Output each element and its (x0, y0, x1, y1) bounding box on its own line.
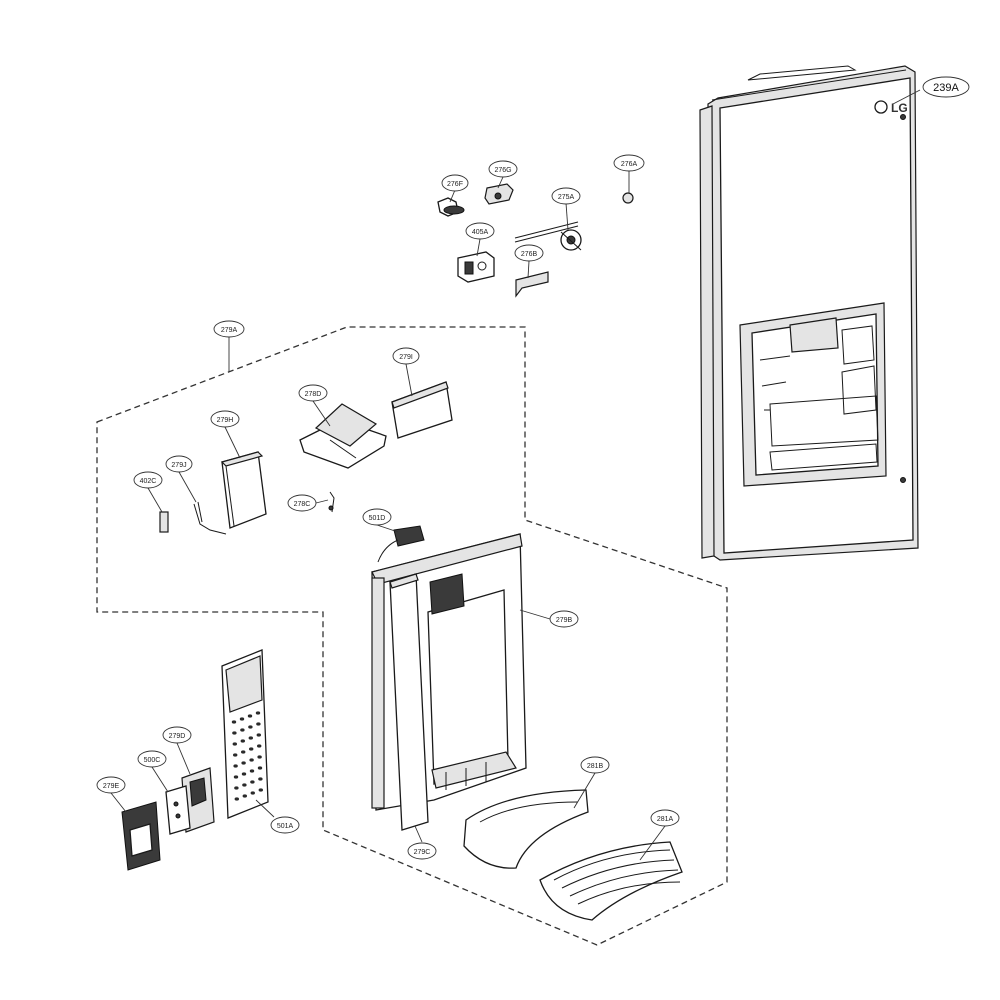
callout-278D: 278D (298, 384, 328, 402)
callout-279I: 279I (392, 347, 420, 365)
callout-279C-label: 279C (414, 849, 431, 856)
logo-icon (874, 100, 888, 114)
keypad-dot (257, 755, 262, 759)
keypad-dot (233, 775, 239, 779)
callout-501D-label: 501D (369, 515, 386, 522)
part-281A (539, 841, 683, 921)
brand-logo-text: LG (891, 101, 908, 115)
part-279C (389, 573, 429, 831)
keypad-dot (258, 788, 263, 792)
part-281B (463, 789, 589, 869)
callout-279D-label: 279D (169, 733, 186, 740)
keypad-dot (257, 744, 262, 748)
callout-279A: 279A (213, 320, 245, 338)
callout-239A-label: 239A (933, 82, 959, 94)
keypad-dots (231, 711, 263, 801)
callout-278C-label: 278C (294, 501, 311, 508)
keypad-dot (258, 777, 263, 781)
keypad-dot (241, 772, 247, 776)
callout-501A: 501A (270, 816, 300, 834)
keypad-dot (232, 742, 237, 746)
callout-278D-label: 278D (305, 391, 322, 398)
callout-279E-label: 279E (103, 783, 120, 790)
keypad-dot (234, 797, 239, 801)
small-parts-group (437, 183, 634, 298)
callout-239A: 239A (922, 76, 970, 98)
keypad-dot (250, 780, 255, 784)
callout-275A: 275A (551, 187, 581, 205)
callout-402C: 402C (133, 471, 163, 489)
callout-405A-label: 405A (472, 229, 489, 236)
keypad-dot (256, 733, 261, 737)
callout-279H-label: 279H (217, 417, 234, 424)
callout-279E: 279E (96, 776, 126, 794)
keypad-dot (242, 794, 247, 798)
callout-500C: 500C (137, 750, 167, 768)
keypad-dot (231, 720, 237, 724)
callout-281B: 281B (580, 756, 610, 774)
keypad-dot (256, 722, 261, 726)
keypad-dot (249, 769, 255, 773)
leader-lines (110, 89, 921, 861)
callout-278C: 278C (287, 494, 317, 512)
callout-405A: 405A (465, 222, 495, 240)
callout-276G: 276G (488, 160, 518, 178)
assembly-boundary (96, 326, 728, 946)
callout-279I-label: 279I (399, 354, 413, 361)
keypad-dot (241, 761, 246, 765)
callout-279D: 279D (162, 726, 192, 744)
part-279I (391, 381, 453, 439)
callout-279B: 279B (549, 610, 579, 628)
keypad-dot (255, 711, 261, 715)
callout-276G-label: 276G (494, 167, 511, 174)
keypad-dot (250, 791, 255, 795)
callout-279H: 279H (210, 410, 240, 428)
keypad-dot (249, 758, 254, 762)
keypad-dot (247, 714, 253, 718)
door-panel: LG (699, 65, 919, 561)
callout-281A: 281A (650, 809, 680, 827)
callout-279A-label: 279A (221, 327, 238, 334)
callout-281A-label: 281A (657, 816, 674, 823)
callout-276F-label: 276F (447, 181, 463, 188)
callout-276B: 276B (514, 244, 544, 262)
callout-275A-label: 275A (558, 194, 575, 201)
callout-279C: 279C (407, 842, 437, 860)
part-279H (220, 451, 267, 529)
part-500C (165, 785, 191, 835)
keypad-dot (241, 750, 246, 754)
part-278D (299, 403, 387, 469)
callout-279J: 279J (165, 455, 193, 473)
callout-402C-label: 402C (140, 478, 157, 485)
keypad-dot (240, 728, 245, 732)
callout-276A-label: 276A (621, 161, 638, 168)
keypad-dot (239, 717, 245, 721)
keypad-dot (240, 739, 245, 743)
part-501D (377, 525, 425, 563)
keypad-dot (248, 725, 253, 729)
callout-279J-label: 279J (171, 462, 186, 469)
keypad-dot (248, 736, 253, 740)
keypad-dot (257, 766, 263, 770)
callout-281B-label: 281B (587, 763, 604, 770)
keypad-dot (242, 783, 247, 787)
callout-276F: 276F (441, 174, 469, 192)
callout-279B-label: 279B (556, 617, 573, 624)
part-279E (121, 801, 161, 871)
keypad-dot (233, 753, 238, 757)
keypad-dot (233, 764, 238, 768)
callout-501A-label: 501A (277, 823, 294, 830)
callout-276A: 276A (613, 154, 645, 172)
part-small-levers (159, 491, 335, 535)
callout-500C-label: 500C (144, 757, 161, 764)
keypad-dot (232, 731, 237, 735)
callout-276B-label: 276B (521, 251, 538, 258)
part-501A (221, 649, 269, 819)
keypad-dot (249, 747, 254, 751)
callout-501D: 501D (362, 508, 392, 526)
keypad-dot (234, 786, 239, 790)
